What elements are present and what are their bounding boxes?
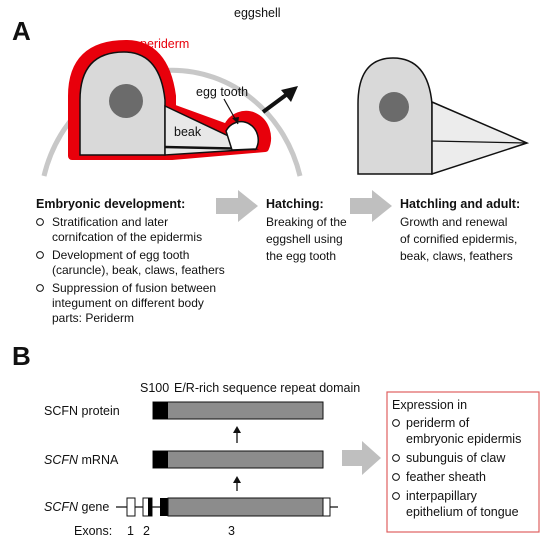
exon-number: 1 (127, 524, 134, 538)
bullet-line: Stratification and later (52, 215, 168, 229)
expression-line: epithelium of tongue (406, 505, 519, 519)
stage-embryonic: Embryonic development: Stratification an… (36, 197, 225, 325)
hatch-arrow-head (281, 86, 298, 102)
stage-line: eggshell using (266, 232, 343, 246)
s100-domain-mrna (153, 451, 168, 468)
eye-icon (109, 84, 143, 118)
stage-line: Breaking of the (266, 215, 347, 229)
egg-tooth-pointer-head (232, 117, 239, 124)
gene-row-label: SCFN gene (44, 500, 109, 514)
hatchling-head (357, 57, 530, 176)
progress-arrow-1 (216, 190, 258, 222)
progress-arrow-2 (350, 190, 392, 222)
embryo-head (68, 40, 272, 160)
hatchling-eye-icon (379, 92, 409, 122)
mrna-bar (152, 450, 324, 469)
egg-tooth-label: egg tooth (196, 85, 248, 99)
bullet-line: parts: Periderm (52, 311, 134, 325)
exon-2-coding-box (148, 498, 152, 516)
stage-line: of cornified epidermis, (400, 232, 517, 246)
exon-3-utr-box (322, 497, 331, 517)
expression-line: feather sheath (406, 470, 486, 484)
bullet-line: integument on different body (52, 296, 204, 310)
stage-hatching: Hatching: Breaking of the eggshell using… (266, 197, 347, 263)
stage-title: Hatchling and adult: (400, 197, 520, 211)
beak-label: beak (174, 125, 202, 139)
egg-tooth-shape (225, 120, 259, 151)
exon-1-box (126, 497, 136, 517)
exon-number: 3 (228, 524, 235, 538)
expression-line: embryonic epidermis (406, 432, 521, 446)
eggshell-arc (41, 67, 303, 177)
bullet-icon (36, 218, 44, 226)
protein-row-label: SCFN protein (44, 404, 120, 418)
stage-hatchling: Hatchling and adult: Growth and renewal … (400, 197, 520, 263)
expression-line: interpapillary (406, 489, 478, 503)
bullet-line: (caruncle), beak, claws, feathers (52, 263, 225, 277)
stage-title: Embryonic development: (36, 197, 185, 211)
panel-b-letter: B (12, 341, 31, 371)
bullet-icon (36, 251, 44, 259)
bullet-line: Suppression of fusion between (52, 281, 216, 295)
repeat-domain-label: E/R-rich sequence repeat domain (174, 381, 360, 395)
periderm-label: periderm (140, 37, 189, 51)
bullet-icon (392, 454, 400, 462)
stage-title: Hatching: (266, 197, 324, 211)
expression-box-border (386, 391, 540, 533)
expression-box: Expression in periderm of embryonic epid… (386, 391, 540, 533)
expression-title: Expression in (392, 398, 467, 412)
bullet-icon (392, 473, 400, 481)
protein-bar (152, 401, 324, 420)
bullet-line: Development of egg tooth (52, 248, 189, 262)
hatchling-beak-shape (431, 100, 530, 176)
bullet-icon (36, 284, 44, 292)
eggshell-label: eggshell (234, 6, 281, 20)
hatchling-beak-line (431, 140, 528, 144)
translation-arrow-head (233, 426, 241, 433)
expression-line: subunguis of claw (406, 451, 506, 465)
stage-line: Growth and renewal (400, 215, 507, 229)
exon-number: 2 (143, 524, 150, 538)
bullet-line: cornifcation of the epidermis (52, 230, 202, 244)
exons-label: Exons: (74, 524, 112, 538)
transcription-arrow-head (233, 476, 241, 483)
stage-line: the egg tooth (266, 249, 336, 263)
expression-arrow (342, 441, 381, 475)
stage-line: beak, claws, feathers (400, 249, 513, 263)
bullet-icon (392, 419, 400, 427)
expression-line: periderm of (406, 416, 470, 430)
exon-3-repeat-box (167, 497, 324, 517)
s100-domain-protein (153, 402, 168, 419)
panel-a-letter: A (12, 16, 31, 46)
bullet-icon (392, 492, 400, 500)
exon-3-s100-box (160, 498, 168, 516)
mrna-row-label: SCFN mRNA (44, 453, 119, 467)
s100-label: S100 (140, 381, 169, 395)
